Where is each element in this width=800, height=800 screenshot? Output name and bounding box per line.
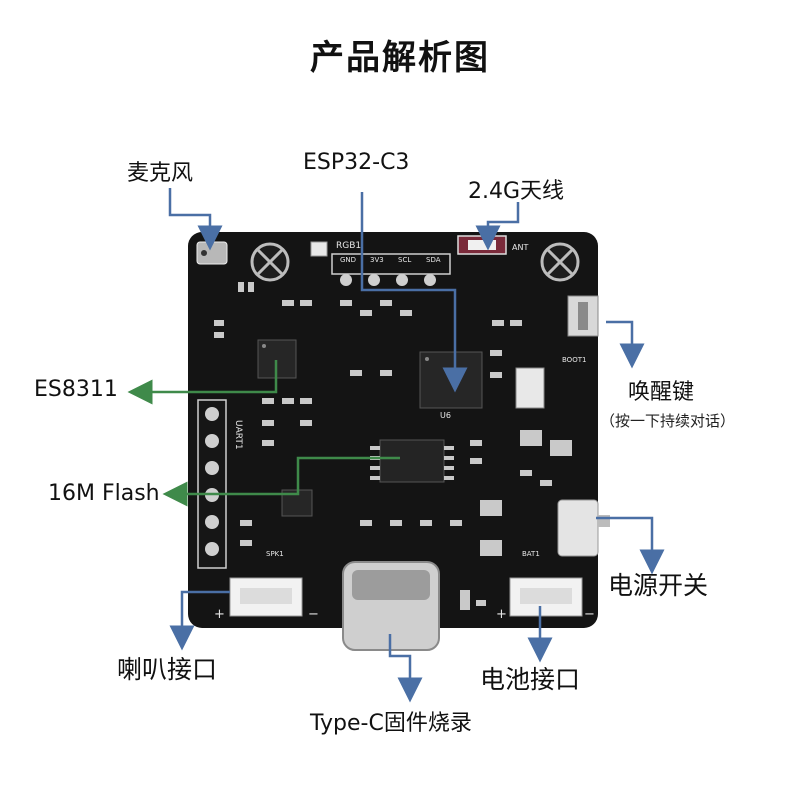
rgb-led (310, 241, 328, 257)
mounting-hole-left (250, 242, 290, 282)
label-wake-note: （按一下持续对话） (600, 412, 736, 430)
i2c-header-outline (331, 253, 451, 275)
callout-flash (162, 456, 400, 507)
callout-power (596, 516, 665, 575)
label-power-switch: 电源开关 (608, 571, 709, 600)
mounting-hole-right (540, 242, 580, 282)
label-speaker: 喇叭接口 (117, 655, 218, 684)
silk-gnd: GND (340, 256, 356, 264)
smd-components (214, 282, 572, 610)
label-battery: 电池接口 (480, 665, 581, 694)
silk-3v3: 3V3 (370, 256, 384, 264)
callout-antenna (475, 202, 520, 251)
callout-typec (388, 634, 423, 703)
silk-ant: ANT (512, 243, 528, 252)
silk-spk-plus: + (214, 607, 225, 622)
page-title: 产品解析图 (310, 38, 490, 78)
flash-chip (379, 439, 445, 483)
label-typec: Type-C固件烧录 (310, 711, 472, 736)
esp32-c3-chip (419, 351, 483, 409)
callout-esp (360, 192, 468, 393)
callout-speaker (169, 590, 230, 651)
silk-rgb: RGB1 (336, 241, 361, 251)
silk-spk: SPK1 (266, 550, 284, 558)
callout-mic (168, 188, 223, 251)
callout-wake (606, 320, 645, 369)
silk-sda: SDA (426, 256, 441, 264)
label-flash: 16M Flash (48, 481, 160, 506)
silk-bat-minus: − (584, 607, 595, 622)
label-esp32-c3: ESP32-C3 (303, 150, 410, 175)
label-wake-key: 唤醒键 (628, 380, 695, 405)
silk-bat: BAT1 (522, 550, 540, 558)
silk-u6: U6 (440, 411, 451, 420)
crystal (515, 367, 545, 409)
pcb-board (188, 232, 598, 628)
silk-spk-minus: − (308, 607, 319, 622)
uart-header (197, 399, 227, 569)
label-mic: 麦克风 (127, 161, 194, 186)
silk-uart: UART1 (233, 420, 243, 450)
power-switch (557, 499, 599, 557)
silk-scl: SCL (398, 256, 411, 264)
callout-es8311 (127, 360, 278, 405)
silk-bat-plus: + (496, 607, 507, 622)
silk-boot: BOOT1 (562, 356, 586, 364)
label-es8311: ES8311 (34, 377, 118, 402)
label-antenna: 2.4G天线 (468, 179, 565, 204)
